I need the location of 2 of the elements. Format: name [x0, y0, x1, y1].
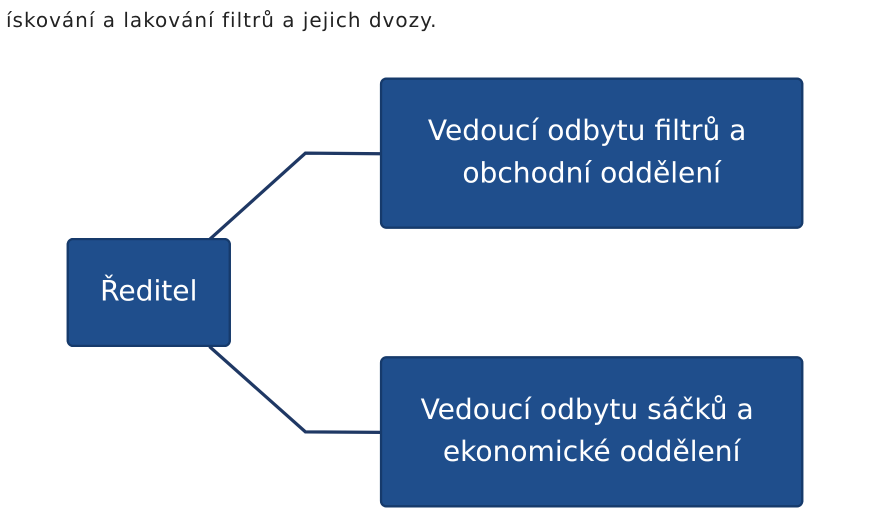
- paragraph-text: ískování a lakování filtrů a jejich dvozy.: [5, 7, 438, 34]
- connector: [208, 345, 382, 434]
